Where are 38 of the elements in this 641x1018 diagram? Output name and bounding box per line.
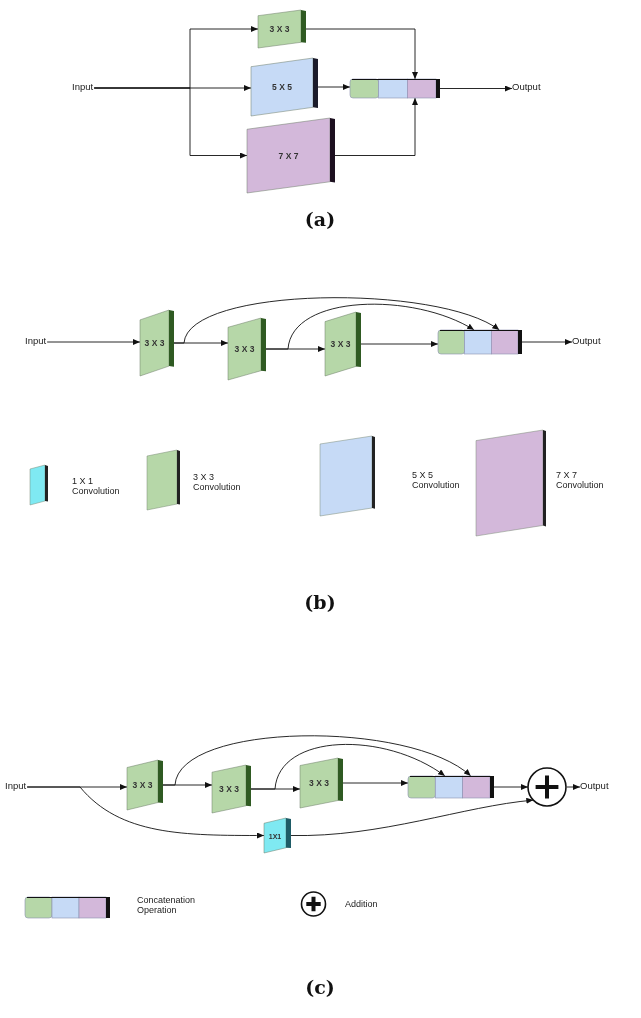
- convolution-block: [258, 10, 306, 48]
- io-label: Output: [512, 81, 541, 92]
- kernel-size-label: 3 X 3: [329, 339, 352, 349]
- convolution-block: [251, 58, 318, 116]
- convolution-block: [264, 818, 291, 853]
- panel-caption: (b): [303, 591, 337, 613]
- convolution-block: [325, 312, 361, 376]
- io-label: Input: [25, 335, 47, 346]
- panel-caption: (a): [303, 208, 337, 230]
- legend-label: 3 X 3 Convolution: [193, 472, 242, 493]
- concatenation-bar: [438, 330, 522, 354]
- kernel-size-label: 3 X 3: [143, 338, 166, 348]
- convolution-block: [228, 318, 266, 380]
- convolution-block: [300, 758, 343, 808]
- kernel-size-label: 3 X 3: [218, 784, 240, 794]
- kernel-size-label: 3 X 3: [131, 780, 154, 790]
- kernel-size-label: 7 X 7: [277, 150, 300, 161]
- kernel-size-label: 3 X 3: [233, 344, 256, 354]
- legend-label: 5 X 5 Convolution: [412, 470, 461, 491]
- io-label: Output: [580, 780, 609, 791]
- convolution-block: [247, 118, 335, 193]
- legend-label: Concatenation Operation: [137, 895, 197, 916]
- addition-node: [527, 767, 567, 807]
- kernel-size-label: 5 X 5: [271, 82, 293, 92]
- concatenation-bar: [350, 79, 440, 98]
- kernel-size-label: 3 X 3: [268, 24, 291, 34]
- legend-label: Addition: [345, 899, 379, 910]
- kernel-size-label: 3 X 3: [308, 778, 330, 788]
- convolution-block: [212, 765, 251, 813]
- legend-label: 7 X 7 Convolution: [556, 470, 605, 491]
- concatenation-bar: [408, 776, 494, 798]
- convolution-block: [127, 760, 163, 810]
- legend-label: 1 X 1 Convolution: [72, 476, 121, 497]
- io-label: Input: [5, 780, 27, 791]
- convolution-block: [140, 310, 174, 376]
- io-label: Output: [572, 335, 601, 346]
- panel-caption: (c): [304, 976, 336, 998]
- io-label: Input: [72, 81, 94, 92]
